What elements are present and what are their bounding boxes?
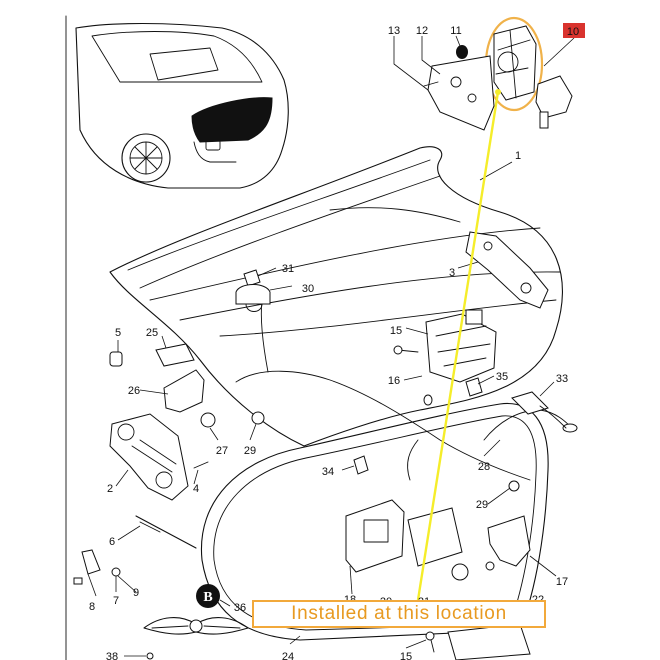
part-label-38: 38	[106, 651, 118, 660]
wire-harness	[235, 370, 531, 481]
part-label-1: 1	[515, 150, 521, 162]
part-35-clip	[465, 377, 483, 397]
part-labels: 10 13 12 11 1 3 31 30 5 25 26 15 16 35 3…	[89, 25, 579, 660]
part-11-nut	[456, 45, 468, 59]
part-label-16: 16	[388, 375, 400, 387]
part-33-bracket	[511, 391, 578, 433]
part-36-logo: B	[196, 584, 220, 608]
part-label-33: 33	[556, 373, 568, 385]
part-label-13: 13	[388, 25, 400, 37]
part-3-hinge	[465, 231, 549, 309]
part-label-25: 25	[146, 327, 158, 339]
part-4-bolt	[193, 461, 209, 469]
part-12-bracket	[427, 55, 495, 131]
part-label-9: 9	[133, 587, 139, 599]
part-7-bracket	[81, 549, 101, 575]
part-13-bolt	[423, 81, 439, 87]
wire-harness-3	[407, 439, 419, 481]
part-label-2: 2	[107, 483, 113, 495]
callout-anchor	[495, 89, 501, 95]
part-label-30: 30	[302, 283, 314, 295]
part-17-bracket	[487, 515, 531, 567]
part-25-pad	[155, 343, 195, 367]
part-29-clip-right	[508, 480, 520, 492]
part-27-grommet	[200, 412, 216, 428]
part-label-6: 6	[109, 536, 115, 548]
part-label-36: 36	[234, 602, 246, 614]
part-label-4: 4	[193, 483, 199, 495]
part-label-35: 35	[496, 371, 508, 383]
part-8-screw	[73, 577, 83, 585]
part-label-3: 3	[449, 267, 455, 279]
part-label-34: 34	[322, 466, 334, 478]
part-label-31: 31	[282, 263, 294, 275]
part-label-29-right: 29	[476, 499, 488, 511]
part-label-29-left: 29	[244, 445, 256, 457]
part-38-fastener	[146, 652, 154, 660]
part-label-26: 26	[128, 385, 140, 397]
part-5-buffer	[109, 351, 123, 367]
car-trunk-lid-highlight	[191, 97, 273, 143]
part-label-8: 8	[89, 601, 95, 613]
part-26-bracket	[163, 369, 205, 413]
part-label-12: 12	[416, 25, 428, 37]
part-38-wings-emblem	[143, 617, 249, 635]
part-29-clip-left	[251, 411, 265, 425]
part-label-15-lower: 15	[400, 651, 412, 660]
part-label-15-upper: 15	[390, 325, 402, 337]
part-label-17: 17	[556, 576, 568, 588]
callout-line	[416, 91, 500, 601]
part-30-31-clip	[235, 269, 271, 312]
svg-text:B: B	[203, 590, 212, 605]
actuator-assembly	[484, 16, 573, 129]
leader-lines	[87, 35, 575, 657]
part-10-badge	[563, 23, 585, 38]
part-2-hinge	[109, 413, 189, 501]
part-20-panel	[407, 507, 463, 567]
part-label-10: 10	[567, 26, 579, 38]
part-label-27: 27	[216, 445, 228, 457]
part-34-bumper	[353, 455, 369, 475]
part-label-24: 24	[282, 651, 294, 660]
part-18-plate	[345, 499, 405, 573]
part-label-28: 28	[478, 461, 490, 473]
part-label-11: 11	[450, 25, 461, 37]
installed-location-caption: Installed at this location	[252, 600, 546, 628]
part-22-cover	[447, 623, 531, 660]
wire-harness-2	[260, 299, 269, 373]
part-label-7: 7	[113, 595, 119, 607]
car-thumbnail	[75, 22, 289, 189]
part-label-5: 5	[115, 327, 121, 339]
part-21-badge	[451, 563, 469, 581]
part-6-gas-strut	[135, 515, 197, 549]
part-9-nut	[111, 567, 121, 577]
